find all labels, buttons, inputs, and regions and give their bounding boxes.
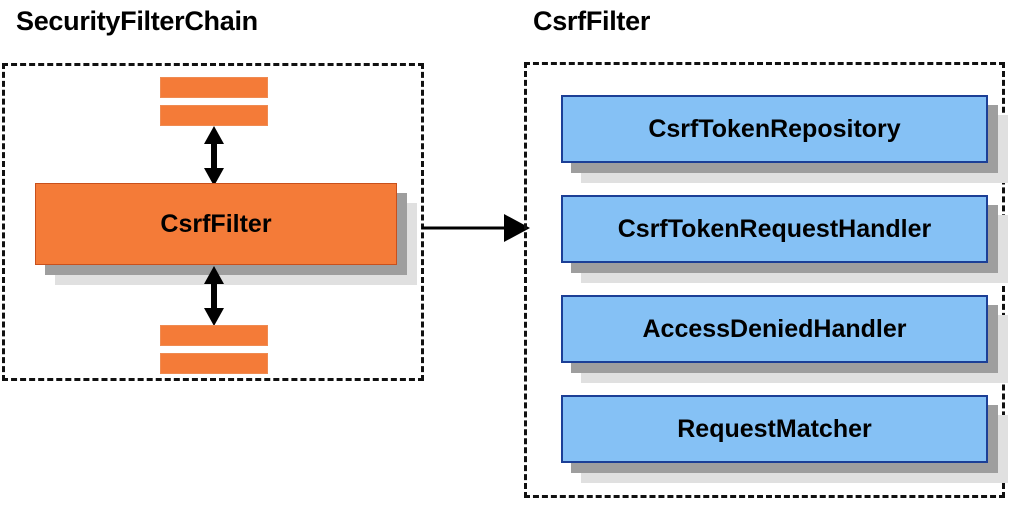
card-face: RequestMatcher xyxy=(561,395,988,463)
card-access-denied-handler[interactable]: AccessDeniedHandler xyxy=(561,295,1008,383)
card-label: CsrfTokenRepository xyxy=(648,114,901,143)
panel-title-security-filter-chain: SecurityFilterChain xyxy=(16,6,258,36)
filter-strip-below-1 xyxy=(160,325,268,346)
card-csrf-token-request-handler[interactable]: CsrfTokenRequestHandler xyxy=(561,195,1008,283)
card-label: CsrfFilter xyxy=(160,209,272,238)
card-face: CsrfTokenRequestHandler xyxy=(561,195,988,263)
card-request-matcher[interactable]: RequestMatcher xyxy=(561,395,1008,483)
filter-strip-above-1 xyxy=(160,77,268,98)
card-label: RequestMatcher xyxy=(677,414,872,443)
filter-strip-below-2 xyxy=(160,353,268,374)
card-csrf-token-repository[interactable]: CsrfTokenRepository xyxy=(561,95,1008,183)
filter-strip-above-2 xyxy=(160,105,268,126)
card-face: CsrfFilter xyxy=(35,183,397,265)
arrow-double-vertical-below xyxy=(204,266,224,326)
card-label: AccessDeniedHandler xyxy=(642,314,907,343)
panel-title-csrf-filter: CsrfFilter xyxy=(533,6,651,36)
card-csrf-filter[interactable]: CsrfFilter xyxy=(35,183,417,285)
panel-security-filter-chain xyxy=(2,63,424,381)
card-face: CsrfTokenRepository xyxy=(561,95,988,163)
arrow-double-vertical-above xyxy=(204,126,224,186)
connector-arrow-right xyxy=(422,214,530,242)
card-label: CsrfTokenRequestHandler xyxy=(617,214,932,243)
card-face: AccessDeniedHandler xyxy=(561,295,988,363)
